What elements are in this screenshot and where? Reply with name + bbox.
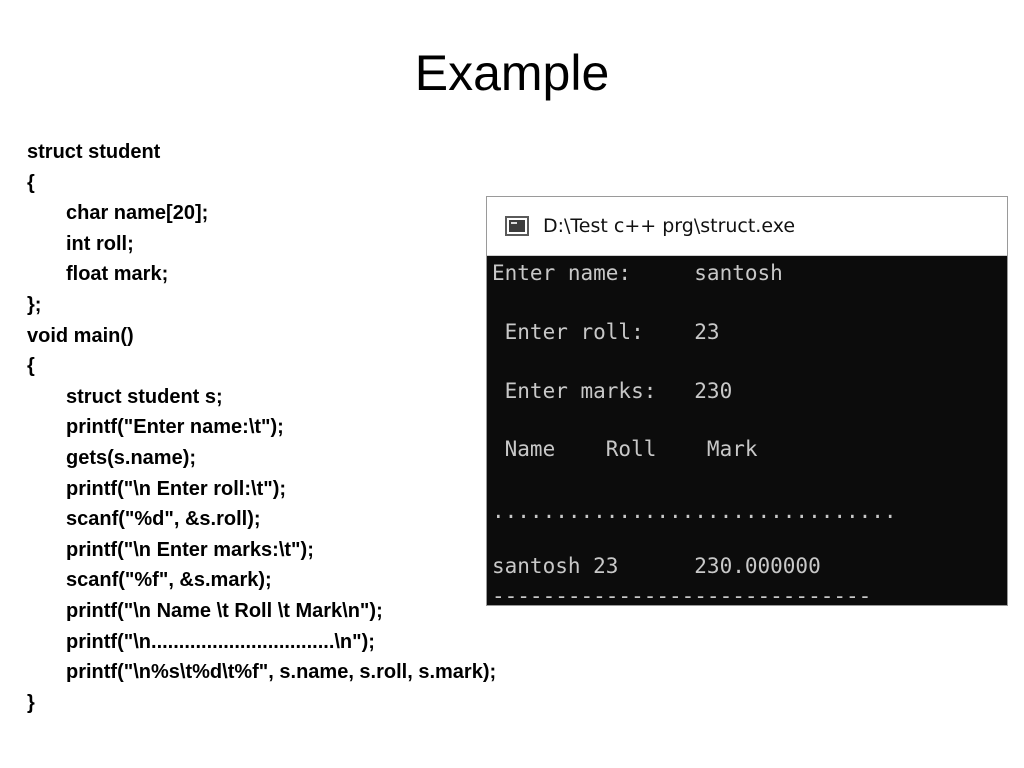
console-output-line: ................................ [492,499,897,523]
code-line: }; [27,293,42,316]
code-line: printf("Enter name:\t"); [66,416,284,439]
code-line: { [27,171,35,194]
code-line: printf("\n%s\t%d\t%f", s.name, s.roll, s… [66,661,497,684]
code-line: printf("\n..............................… [66,630,375,653]
console-output-line: Enter marks: 230 [492,379,733,403]
console-output-line: santosh 23 230.000000 [492,554,821,578]
code-line: char name[20]; [66,202,209,225]
console-output-line: Enter roll: 23 [492,320,720,344]
code-line: scanf("%f", &s.mark); [66,569,272,592]
code-line: printf("\n Enter roll:\t"); [66,477,287,500]
slide-title: Example [414,45,610,101]
code-line: float mark; [66,263,169,286]
code-line: gets(s.name); [66,446,197,469]
console-window: D:\Test c++ prg\struct.exe Enter name: s… [486,196,1008,606]
code-listing: struct student { char name[20]; int roll; fl… [27,137,587,718]
console-output-line: Name Roll Mark [492,437,758,461]
console-window-title: D:\Test c++ prg\struct.exe [543,215,796,237]
code-line: printf("\n Enter marks:\t"); [66,538,314,561]
console-output-line: Enter name: santosh [492,261,783,285]
console-titlebar: D:\Test c++ prg\struct.exe [487,197,1007,256]
console-output-line: ------------------------------ [492,584,872,606]
code-line: scanf("%d", &s.roll); [66,508,261,531]
code-line: struct student s; [66,385,223,408]
console-app-icon [505,216,529,236]
code-line: { [27,355,35,378]
code-line: printf("\n Name \t Roll \t Mark\n"); [66,599,383,622]
code-line: } [27,691,35,714]
code-line: int roll; [66,232,134,255]
code-line: void main() [27,324,134,347]
code-line: struct student [27,141,161,163]
